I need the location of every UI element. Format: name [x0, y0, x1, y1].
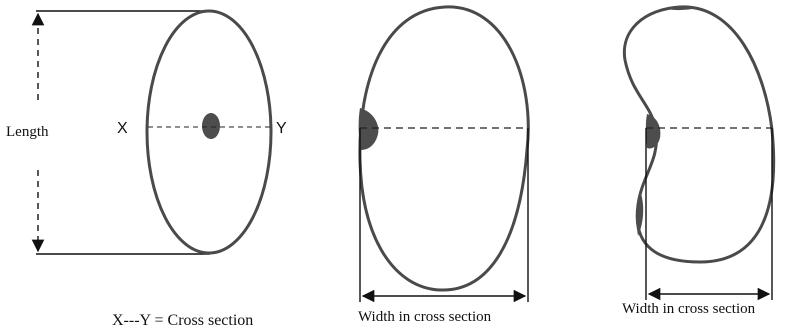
seed-outline-oval [360, 7, 528, 290]
y-label: Y [276, 120, 287, 137]
seed-front-view: Length X Y X---Y = Cross section [6, 11, 287, 329]
width-label-kidney: Width in cross section [622, 301, 756, 317]
x-label: X [117, 120, 128, 137]
hilum-spot [202, 113, 220, 139]
seed-kidney-view: Width in cross section [622, 6, 774, 317]
hilum-spot-oval [359, 108, 379, 150]
length-label: Length [6, 124, 49, 140]
seed-oval-view: Width in cross section [358, 7, 528, 325]
hilum-spot-kidney [646, 114, 661, 149]
width-label-oval: Width in cross section [358, 309, 492, 325]
hilum-streak-kidney [636, 190, 643, 236]
cross-section-legend: X---Y = Cross section [112, 312, 253, 329]
